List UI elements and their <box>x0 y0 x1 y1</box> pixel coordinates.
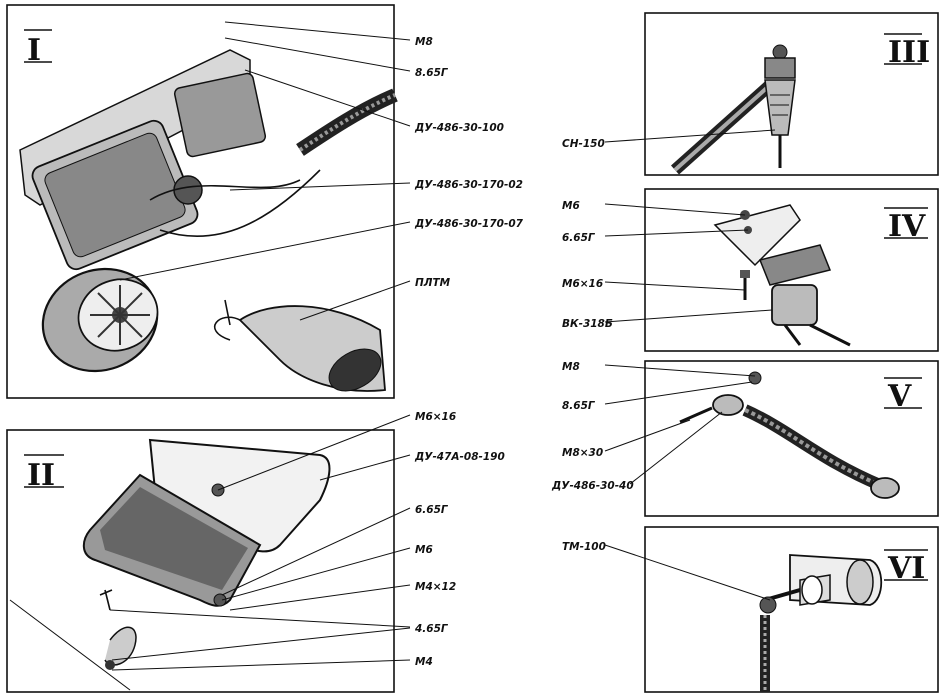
panel-IV: IV М6 6.65Г М6×16 ВК-318Б <box>562 188 939 352</box>
label-m8x30: М8×30 <box>562 447 603 459</box>
label-6-65g-II: 6.65Г <box>415 504 449 516</box>
label-du-486-30-170-07: ДУ-486-30-170-07 <box>414 218 524 230</box>
sensor-drawing <box>670 44 796 175</box>
panel-VI-frame <box>644 526 939 693</box>
label-du-486-30-40: ДУ-486-30-40 <box>551 480 634 492</box>
label-du-486-30-100: ДУ-486-30-100 <box>414 122 504 134</box>
panel-V-frame <box>644 360 939 517</box>
label-vk-318b: ВК-318Б <box>562 318 613 330</box>
label-6-65g-IV: 6.65Г <box>562 232 596 244</box>
instrument-panel-drawing <box>19 49 398 392</box>
label-m6x16-II: М6×16 <box>415 411 456 423</box>
panel-III: III СН-150 <box>562 12 939 176</box>
label-m4: М4 <box>415 656 433 668</box>
label-tm-100: ТМ-100 <box>562 541 606 553</box>
label-m6x16-IV: М6×16 <box>562 278 603 290</box>
label-8-65g-V: 8.65Г <box>562 400 596 412</box>
panel-II: II М6×16 ДУ-47А-08-190 6.65Г М6 М4×12 4.… <box>6 411 505 693</box>
label-pltm: ПЛТМ <box>415 277 451 289</box>
label-m4x12: М4×12 <box>415 581 456 593</box>
panel-IV-frame <box>644 188 939 352</box>
panel-V: V М8 8.65Г М8×30 ДУ-486-30-40 <box>551 360 939 517</box>
switch-drawing <box>713 204 851 347</box>
temperature-sensor-drawing <box>759 554 883 692</box>
label-m8-V: М8 <box>562 361 580 373</box>
panel-II-frame <box>6 429 395 693</box>
label-sn-150: СН-150 <box>562 138 605 150</box>
label-8-65g-I: 8.65Г <box>415 67 449 79</box>
panel-I-numeral: I <box>27 33 41 68</box>
label-du-47a-08-190: ДУ-47А-08-190 <box>414 451 505 463</box>
label-m8-I: М8 <box>415 36 433 48</box>
panel-VI: VI ТМ-100 <box>562 526 939 693</box>
label-m6-IV: М6 <box>562 200 580 212</box>
panel-I: I М8 8.65Г ДУ-48 <box>6 4 524 399</box>
panel-I-frame <box>6 4 395 399</box>
label-du-486-30-170-02: ДУ-486-30-170-02 <box>414 179 523 191</box>
cable-terminal-drawing <box>679 371 900 499</box>
mirror-bracket-drawing <box>9 438 331 691</box>
label-m6-II: М6 <box>415 544 433 556</box>
label-4-65g: 4.65Г <box>414 623 449 635</box>
panel-III-frame <box>644 12 939 176</box>
